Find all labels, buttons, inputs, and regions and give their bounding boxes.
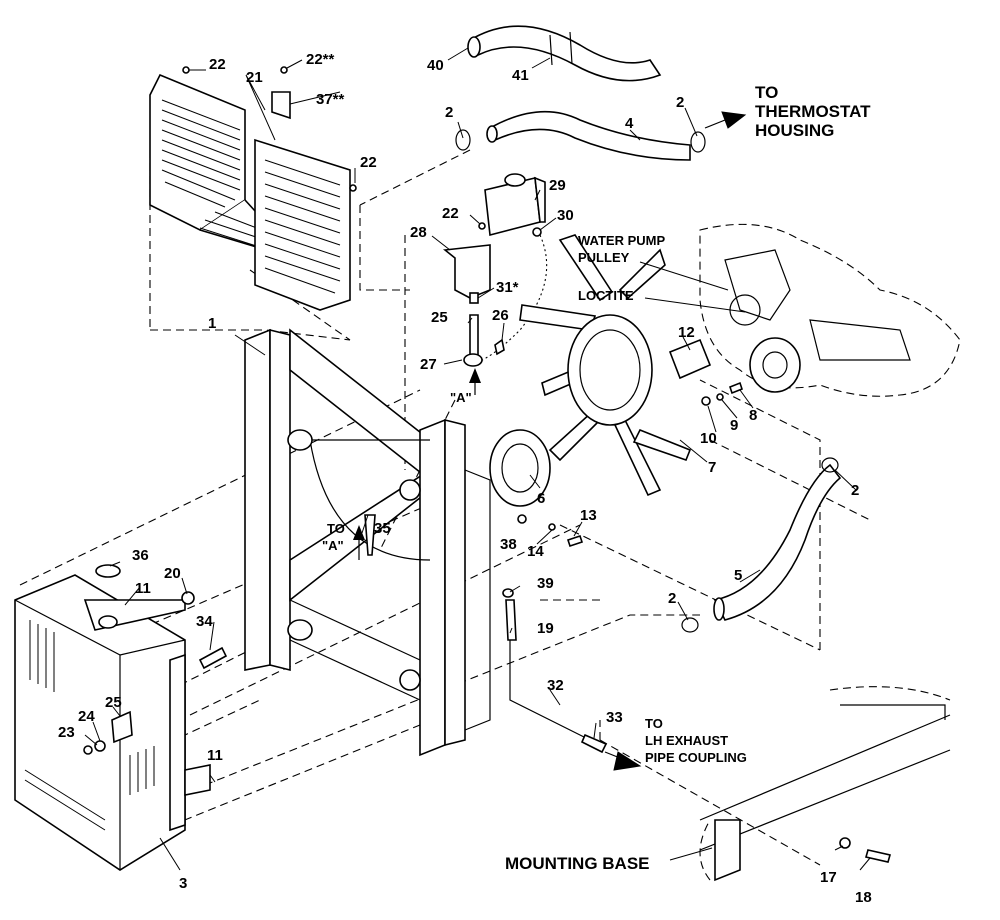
loctite-note: LOCTITE [578,288,634,303]
callout-20: 20 [164,565,181,582]
annotation-notes: TO THERMOSTAT HOUSING WATER PUMP PULLEY … [322,83,871,873]
water-pump-pulley-note-line-1: WATER PUMP [578,233,665,248]
callout-23: 23 [58,724,75,741]
thermostat-note-line-2: THERMOSTAT [755,102,871,121]
fan-assembly [489,234,743,548]
callout-5: 5 [734,567,742,584]
callout-22-top-left: 22 [209,56,226,73]
callout-6: 6 [537,490,545,507]
exhaust-arrow-icon [613,751,642,771]
water-pump-pulley-note-line-2: PULLEY [578,250,630,265]
callout-28: 28 [410,224,427,241]
thermostat-arrow-icon [721,111,747,129]
callout-labels: 1 2 2 2 2 3 4 5 6 7 8 9 10 11 11 12 13 1… [58,51,872,906]
callout-39: 39 [537,575,554,592]
callout-2-right: 2 [851,482,859,499]
engine-outline [699,223,961,397]
callout-35: 35 [374,520,391,537]
hoses [455,25,842,633]
callout-32: 32 [547,677,564,694]
callout-17: 17 [820,869,837,886]
callout-2-lower: 2 [668,590,676,607]
callout-25-lower: 25 [105,694,122,711]
leader-lines [84,47,871,871]
callout-19: 19 [537,620,554,637]
callout-27: 27 [420,356,437,373]
callout-38: 38 [500,536,517,553]
callout-22-right: 22 [360,154,377,171]
overflow-tube [502,588,608,754]
callout-4: 4 [625,115,634,132]
to-a-arrow-icon [353,525,365,540]
callout-25-upper: 25 [431,309,448,326]
callout-29: 29 [549,177,566,194]
callout-8: 8 [749,407,757,424]
radiator [14,574,186,871]
callout-9: 9 [730,417,738,434]
bracket-11-lower [184,764,211,796]
callout-21: 21 [246,69,263,86]
callout-26: 26 [492,307,509,324]
side-grilles [149,66,357,311]
exhaust-note-line-2: LH EXHAUST [645,733,728,748]
exhaust-note-line-3: PIPE COUPLING [645,750,747,765]
callout-13: 13 [580,507,597,524]
thermostat-note-line-3: HOUSING [755,121,834,140]
callout-22-double-star: 22** [306,51,335,68]
direction-arrows [353,111,747,771]
callout-31-star: 31* [496,279,519,296]
exhaust-note-line-1: TO [645,716,663,731]
callout-40: 40 [427,57,444,74]
view-a-arrow-icon [469,368,481,383]
callout-1: 1 [208,315,216,332]
callout-7: 7 [708,459,716,476]
callout-10: 10 [700,430,717,447]
thermostat-note-line-1: TO [755,83,778,102]
callout-11-upper: 11 [135,580,151,597]
callout-22-bracket: 22 [442,205,459,222]
callout-11-lower: 11 [207,747,223,764]
callout-2-top-left: 2 [445,104,453,121]
callout-36: 36 [132,547,149,564]
callout-33: 33 [606,709,623,726]
callout-34: 34 [196,613,213,630]
callout-30: 30 [557,207,574,224]
callout-2-top-right: 2 [676,94,684,111]
callout-41: 41 [512,67,529,84]
to-a-note-line-1: TO [327,521,345,536]
callout-24: 24 [78,708,95,725]
to-a-note-line-2: "A" [322,538,344,553]
mounting-base-label: MOUNTING BASE [505,854,650,873]
callout-14: 14 [527,543,544,560]
view-a-label: "A" [450,390,472,405]
callout-12: 12 [678,324,695,341]
mounting-base [699,686,951,882]
coolant-reservoir [442,173,548,367]
callout-18: 18 [855,889,872,906]
callout-37-double-star: 37** [316,91,345,108]
callout-3: 3 [179,875,187,892]
